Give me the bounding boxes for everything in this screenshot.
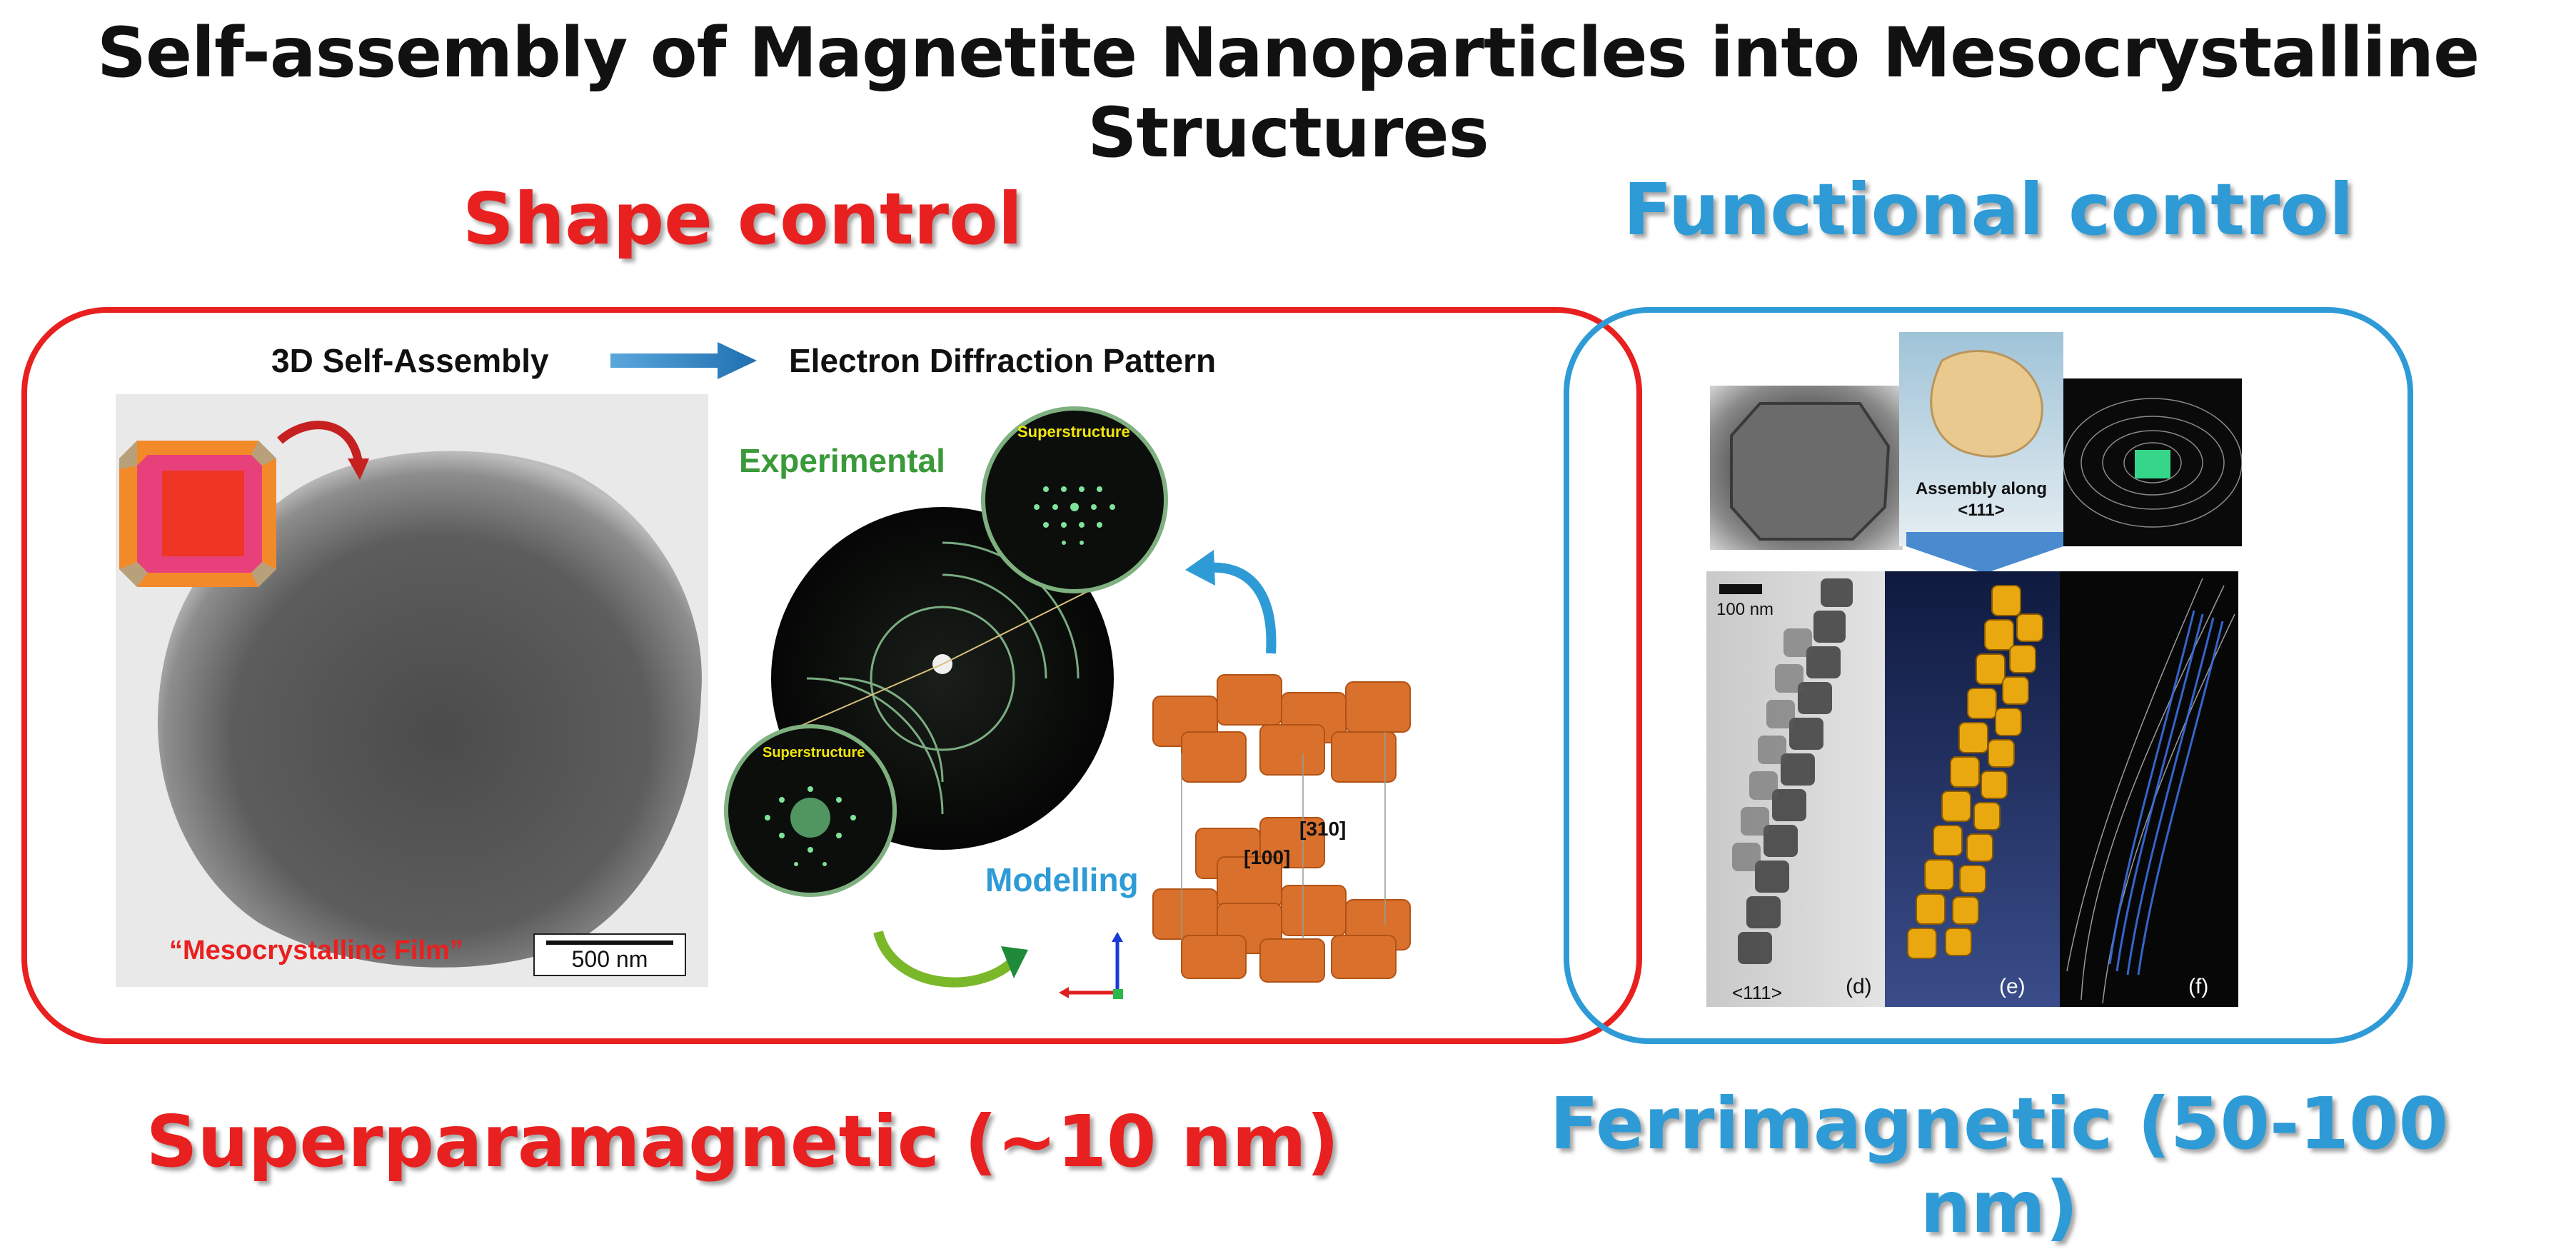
functional-control-heading: Functional control: [1623, 168, 2354, 251]
label-assembly-dir: <111>: [1958, 501, 2005, 520]
tem-chain-image-d: 100 nm <111> (d): [1706, 571, 1885, 1007]
label-dir-310: [310]: [1299, 818, 1347, 840]
tomography-chain-image-e: (e): [1885, 571, 2060, 1007]
shape-control-heading: Shape control: [462, 177, 1023, 261]
label-panel-d: (d): [1846, 975, 1872, 998]
functional-control-panel: [1564, 307, 2413, 1044]
down-arrow-icon: [1906, 532, 2063, 573]
label-electron-diffraction: Electron Diffraction Pattern: [789, 342, 1217, 379]
superstructure-inset-top: [981, 406, 1168, 593]
label-superstructure-bottom: Superstructure: [763, 745, 865, 761]
tem-film-image: “Mesocrystalline Film” 500 nm: [116, 394, 708, 987]
label-3d-self-assembly: 3D Self-Assembly: [271, 342, 549, 379]
magnetic-field-map-image: [2063, 378, 2243, 546]
scale-bar-100nm: 100 nm: [1716, 600, 1774, 619]
curved-red-arrow-icon: [277, 421, 369, 480]
label-modelling: Modelling: [985, 861, 1139, 898]
label-panel-e: (e): [1999, 975, 2026, 998]
superstructure-inset-bottom: [724, 724, 897, 897]
axis-triad-icon: [1059, 932, 1123, 999]
scale-bar-500nm: 500 nm: [533, 933, 686, 976]
ferrimagnetic-footer: Ferrimagnetic (50-100 nm): [1549, 1082, 2449, 1249]
cube-model-image: [119, 441, 276, 587]
right-arrow-icon: [610, 342, 757, 379]
label-experimental: Experimental: [739, 442, 945, 479]
curved-blue-arrow-icon: [1185, 550, 1277, 654]
label-assembly-along: Assembly along: [1915, 479, 2048, 498]
label-panel-f: (f): [2188, 975, 2209, 998]
tem-octahedron-image: [1710, 386, 1903, 550]
modelling-structure-image: [1152, 674, 1411, 983]
shape-control-panel: [21, 307, 1642, 1044]
figure-title: Self-assembly of Magnetite Nanoparticles…: [96, 13, 2480, 173]
label-mesocrystalline-film: “Mesocrystalline Film”: [169, 936, 463, 965]
particle-3d-render-image: Assembly along <111>: [1899, 332, 2063, 546]
curved-green-arrow-icon: [873, 930, 1028, 988]
label-dir-100: [100]: [1244, 846, 1291, 868]
label-superstructure-top: Superstructure: [1017, 423, 1130, 441]
scale-bar-label: 500 nm: [571, 946, 648, 972]
magnetic-flux-chain-image-f: (f): [2060, 571, 2238, 1007]
superparamagnetic-footer: Superparamagnetic (~10 nm): [146, 1100, 1339, 1183]
label-chain-dir: <111>: [1732, 982, 1782, 1003]
